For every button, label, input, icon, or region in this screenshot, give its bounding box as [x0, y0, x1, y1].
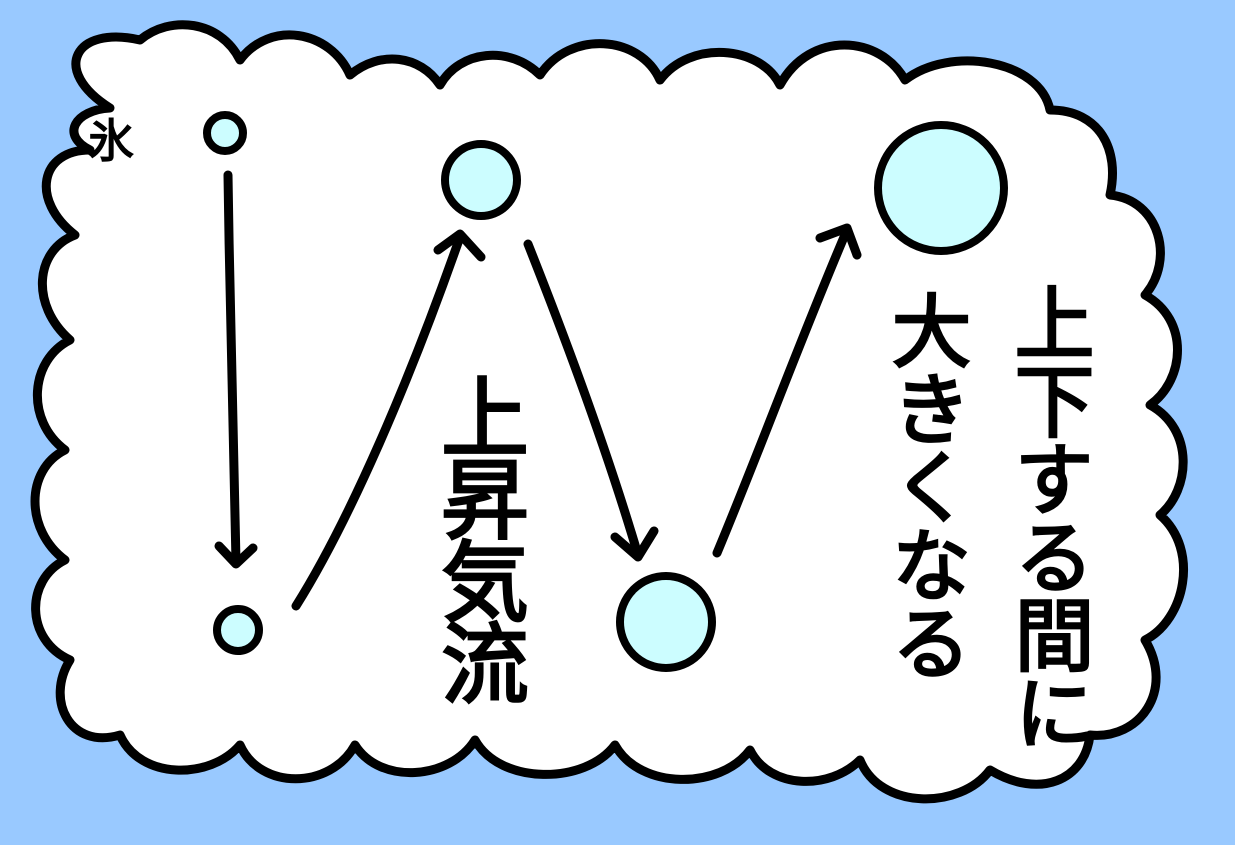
ice-particle-bottom-2 [616, 572, 716, 672]
caption-line-2: 大きくなる [879, 290, 972, 680]
ice-particle-top-1 [441, 140, 521, 220]
arrow-fall-1 [214, 170, 258, 569]
arrow-rise-2 [712, 223, 862, 558]
updraft-label: 上昇気流 [427, 372, 530, 705]
caption-line-1: 上下する間に [1002, 282, 1095, 750]
ice-particle-bottom-1 [213, 605, 263, 655]
arrow-fall-2 [523, 239, 659, 562]
ice-label: 氷 [88, 114, 134, 168]
ice-particle-top-2 [874, 121, 1008, 255]
arrow-rise-1 [291, 229, 486, 611]
ice-particle-start [203, 111, 247, 155]
